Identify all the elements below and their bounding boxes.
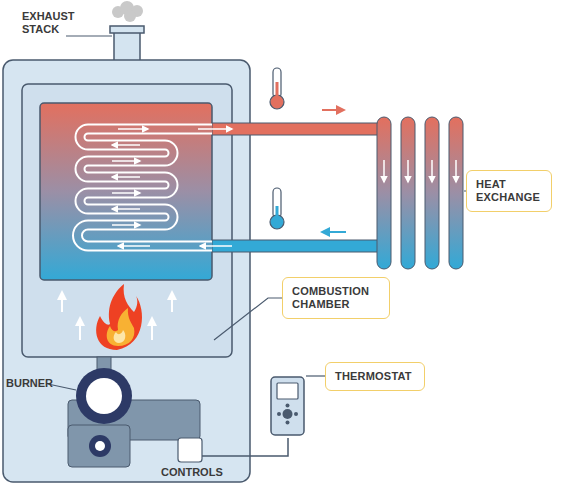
cold-arrow — [322, 231, 346, 233]
smoke — [112, 1, 143, 22]
heat-exchange-tubes — [377, 117, 463, 269]
callout-box: COMBUSTION CHAMBER — [282, 277, 390, 319]
combustion-chamber — [22, 84, 232, 357]
part-label: CONTROLS — [161, 466, 223, 479]
serpentine-pipe — [78, 129, 213, 246]
part-label: BURNER — [6, 377, 53, 390]
callout-text: COMBUSTION CHAMBER — [292, 285, 378, 311]
leader-lines — [48, 36, 466, 390]
hot-arrow — [322, 109, 344, 111]
callout-text: HEAT EXCHANGE — [476, 178, 540, 204]
burner-face — [86, 378, 122, 414]
controls-box — [178, 438, 202, 462]
callout-box: HEAT EXCHANGE — [466, 170, 552, 212]
callout-box: THERMOSTAT — [325, 362, 425, 391]
thermostat-device — [271, 377, 304, 435]
callout-text: THERMOSTAT — [335, 370, 412, 383]
hot-thermometer — [270, 68, 284, 109]
thermostat-wire — [202, 438, 288, 456]
stack-cap — [110, 26, 144, 33]
part-label: EXHAUST STACK — [22, 10, 68, 36]
cold-thermometer — [270, 188, 284, 229]
cold-pipe — [212, 240, 387, 252]
motor-hub — [95, 441, 105, 451]
tube-arrows — [384, 160, 456, 182]
hot-pipe — [212, 123, 387, 135]
water-tank — [40, 103, 212, 280]
motor-ring — [89, 435, 111, 457]
flame — [96, 284, 142, 350]
burner-motor — [68, 425, 130, 467]
burner-ring — [76, 368, 132, 424]
exhaust-stack — [114, 30, 140, 64]
